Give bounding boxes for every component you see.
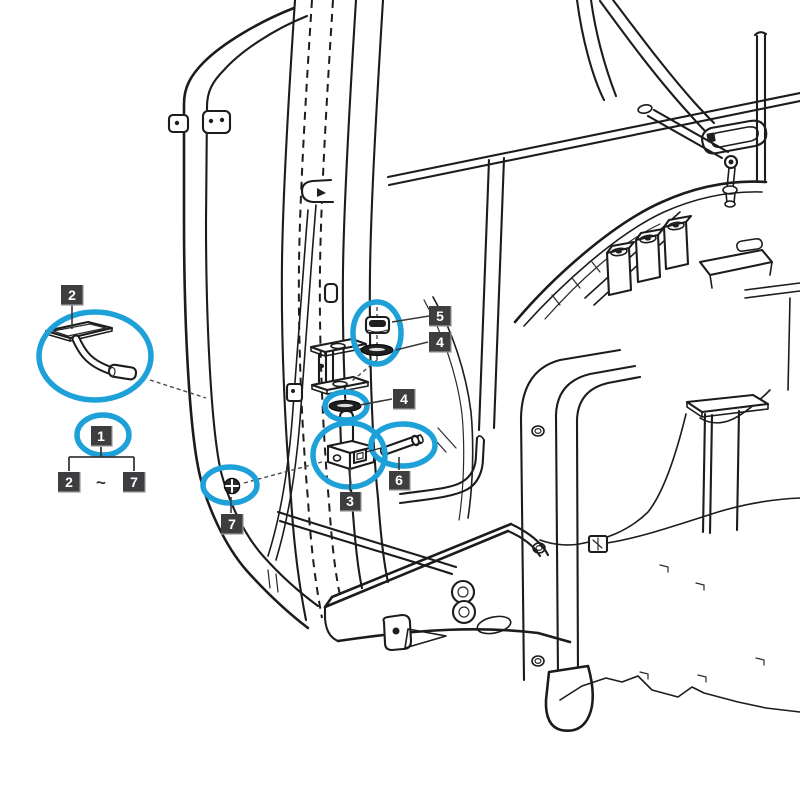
fender-arc-outer [513,180,768,324]
pillar-latch-tab [300,178,335,204]
pillar-line [280,0,308,622]
axis-handle [149,379,207,399]
callout-label-range-start: 2 [58,472,81,493]
mount-plate [698,238,800,424]
floor-hole [476,615,512,635]
fender-post-3 [662,214,693,271]
pipe-elbow [450,579,477,625]
ellipse-washer-lower [322,389,370,423]
callout-label-pin: 6 [389,471,411,491]
frame-foot [544,664,595,732]
washer-lower-part [328,400,362,412]
sill-bracket-tab [382,613,413,652]
washer-upper-part [360,344,394,356]
leader-cap [391,315,430,323]
pillar-small-tab [323,282,339,304]
group-bracket [68,447,135,471]
leader-washer-upper [395,341,429,351]
svg-text:4: 4 [436,334,444,350]
callout-label-handle: 2 [61,285,84,306]
check-strap [598,0,708,134]
floor-panel [476,497,800,713]
pillar-line [368,0,390,584]
door-frame-inner [204,14,320,608]
door-handle-part [44,320,138,381]
ellipse-latch [310,420,388,490]
leader-lines [68,305,430,513]
rear-post [753,31,768,184]
fender-post-2 [634,227,665,284]
callout-label-range-end: 7 [123,472,146,493]
door-bottom-edge [276,510,458,576]
bolt [531,425,545,437]
roof-rail [386,91,800,187]
grab-handle-tube [398,435,486,505]
sill-gusset [404,628,447,649]
range-tilde: ~ [96,473,106,492]
callout-label-latch: 3 [340,492,362,512]
callout-label-washer-lower: 4 [393,389,416,410]
rear-frame [519,348,642,732]
link-latch-pin [365,447,382,453]
fender-post-1 [605,240,636,297]
svg-text:5: 5 [436,308,444,324]
fender-arc-inner [523,191,763,327]
svg-text:3: 3 [346,493,354,509]
svg-text:7: 7 [130,474,138,490]
svg-text:6: 6 [395,472,403,488]
far-fender-arc [432,296,474,519]
svg-text:7: 7 [228,516,236,532]
ellipse-screw [200,464,260,506]
ellipse-group [74,412,132,458]
callout-label-screw: 7 [221,514,244,535]
svg-text:1: 1 [97,428,105,444]
svg-text:4: 4 [400,391,408,407]
door-frame-outer [182,6,310,630]
bolt [531,655,545,667]
callout-label-washer-upper: 4 [429,332,452,353]
plug-cap-part [364,315,391,335]
roof-rail-bump [637,104,653,114]
callout-label-cap: 5 [429,306,452,327]
latch-mount-bracket [309,337,370,395]
hinge-tab-1 [167,113,190,134]
callout-labels: 2 5 4 4 1 2 ~ 7 [58,285,452,535]
ellipse-handle [36,309,154,403]
fender-hatch [551,247,621,306]
leader-washer-lower [359,398,393,406]
support-post [583,393,770,544]
far-fender-arc2 [423,299,465,521]
hinge-tab-2 [201,109,232,135]
svg-text:2: 2 [65,474,73,490]
check-strap [611,0,716,125]
svg-text:2: 2 [68,287,76,303]
cab-line-art [167,0,800,732]
ellipse-cap-washer [350,299,404,367]
screw-part [223,477,241,495]
door-striker-tab [285,382,304,403]
sill-beam [323,522,572,652]
callout-ellipses [36,299,438,506]
rear-left-pillar [477,156,506,432]
pivot-arm [646,108,739,208]
pillar-line [341,0,364,590]
ellipse-pin [368,421,438,469]
pillar-line-dashed [297,0,323,619]
front-pillar [575,0,618,102]
callout-label-group: 1 [91,426,113,447]
